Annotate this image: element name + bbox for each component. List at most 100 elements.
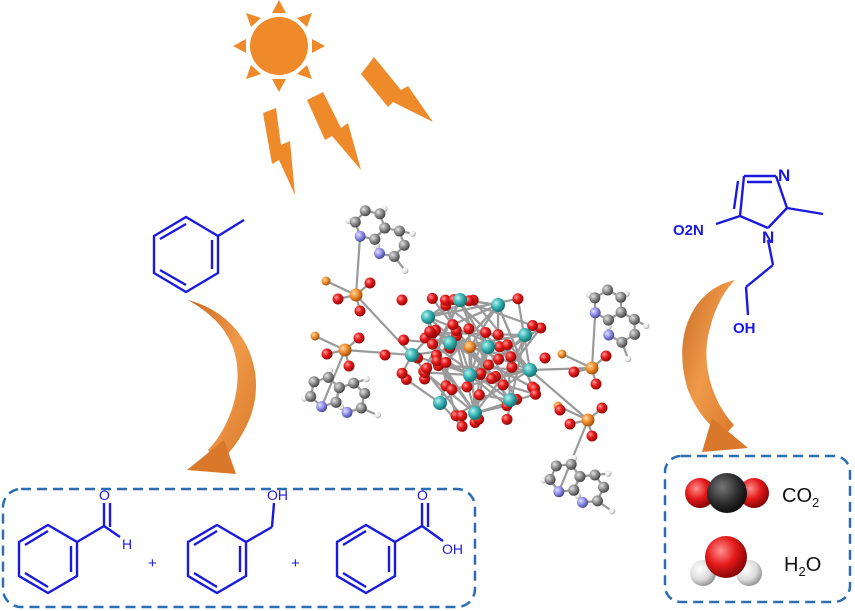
bond	[468, 332, 487, 376]
oxygen-atom	[586, 430, 598, 442]
carbon-atom	[349, 216, 361, 228]
nitrogen-atom	[354, 230, 366, 242]
nitrogen-atom	[341, 406, 353, 418]
hydrogen-atom	[363, 375, 370, 383]
plus-sign-1: +	[148, 555, 157, 572]
carbon-atom	[379, 222, 391, 234]
carbon-atom	[369, 233, 381, 245]
carbon-atom	[550, 460, 562, 472]
carbon-atom	[589, 469, 601, 481]
hydrogen-atom	[642, 322, 650, 330]
phosphorus-atom	[310, 331, 320, 341]
oxygen-atom	[480, 326, 492, 338]
bond	[354, 236, 362, 296]
carbon-atom	[602, 284, 614, 296]
carbon-atom	[544, 473, 556, 485]
metal-atom	[503, 393, 517, 407]
h2o-label: H2O	[784, 554, 821, 579]
oxygen-atom	[492, 329, 504, 341]
benzaldehyde-o-label: O	[99, 487, 110, 503]
carbon-atom	[616, 336, 628, 348]
bond	[411, 354, 463, 417]
bond	[590, 312, 597, 369]
nitrogen-atom	[553, 486, 565, 498]
products-box-left	[1, 487, 477, 609]
oxygen-atom	[396, 294, 408, 306]
metal-atom	[405, 348, 419, 362]
metronidazole-hydroxyl: OH	[733, 320, 756, 337]
carbon-atom	[322, 371, 334, 383]
hydrogen-atom	[409, 230, 416, 237]
hydrogen-atom	[374, 411, 381, 419]
bond	[444, 299, 477, 414]
oxygen-atom	[343, 360, 355, 372]
phosphorus-atom	[321, 276, 331, 286]
oxygen-atom	[564, 418, 576, 430]
metal-atom	[443, 336, 457, 350]
carbon-atom	[348, 377, 360, 389]
oxygen-atom	[463, 323, 475, 335]
phosphorus-atom	[581, 413, 595, 427]
oxygen-atom	[506, 361, 518, 373]
oxygen-atom	[456, 420, 468, 432]
phosphorus-atom	[557, 349, 567, 359]
plus-sign-2: +	[291, 555, 300, 572]
carbon-atom	[333, 382, 345, 394]
co2-molecule-icon	[685, 473, 769, 513]
oxygen-atom	[461, 381, 473, 393]
toluene-structure	[152, 215, 245, 294]
carbon-atom	[591, 495, 603, 507]
oxygen-atom	[493, 353, 505, 365]
oxygen-atom	[475, 367, 487, 379]
benzaldehyde-h-label: H	[122, 536, 132, 552]
metronidazole-n-top: N	[778, 166, 790, 185]
oxygen-atom	[501, 339, 513, 351]
carbon-atom	[568, 484, 580, 496]
h2o-molecule-icon	[690, 536, 762, 586]
benzoic-acid-o-label: O	[417, 487, 428, 503]
nitrogen-atom	[316, 401, 328, 413]
oxygen-atom	[539, 352, 551, 364]
nitrogen-atom	[589, 307, 601, 319]
carbon-atom	[330, 396, 342, 408]
carbon-atom	[374, 208, 386, 220]
carbon-atom	[398, 239, 410, 251]
curved-arrow-left	[187, 300, 257, 474]
oxygen-atom	[396, 367, 408, 379]
curved-arrow-right	[682, 280, 748, 452]
co2-label: CO2	[782, 485, 819, 510]
phosphorus-atom	[349, 288, 363, 302]
bond	[529, 366, 593, 372]
nitrogen-atom	[577, 496, 589, 508]
oxygen-atom	[321, 348, 333, 360]
oxygen-atom	[497, 379, 509, 391]
carbon-atom	[602, 314, 614, 326]
carbon-atom	[393, 225, 405, 237]
oxygen-atom	[364, 277, 376, 289]
oxygen-atom	[431, 355, 443, 367]
carbon-atom	[628, 313, 640, 325]
oxygen-atom	[353, 332, 365, 344]
benzoic-acid-oh-label: OH	[442, 541, 463, 557]
carbon-atom	[629, 328, 641, 340]
carbon-atom	[615, 306, 627, 318]
oxygen-atom	[596, 402, 608, 414]
lightning-bolt-icon	[263, 57, 433, 195]
bond	[411, 345, 471, 357]
bond	[445, 304, 499, 364]
oxygen-atom	[440, 356, 452, 368]
carbon-atom	[615, 291, 627, 303]
oxygen-atom	[554, 404, 566, 416]
carbon-atom	[598, 481, 610, 493]
oxygen-atom	[456, 410, 468, 422]
hydrogen-atom	[608, 507, 616, 515]
oxygen-atom	[505, 351, 517, 363]
benzyl-alcohol-structure	[186, 502, 276, 595]
carbon-atom	[355, 402, 367, 414]
metronidazole-n-ring: N	[762, 228, 774, 247]
oxygen-atom	[427, 338, 439, 350]
oxygen-atom	[447, 319, 459, 331]
carbon-atom	[359, 205, 371, 217]
bond	[469, 304, 499, 348]
